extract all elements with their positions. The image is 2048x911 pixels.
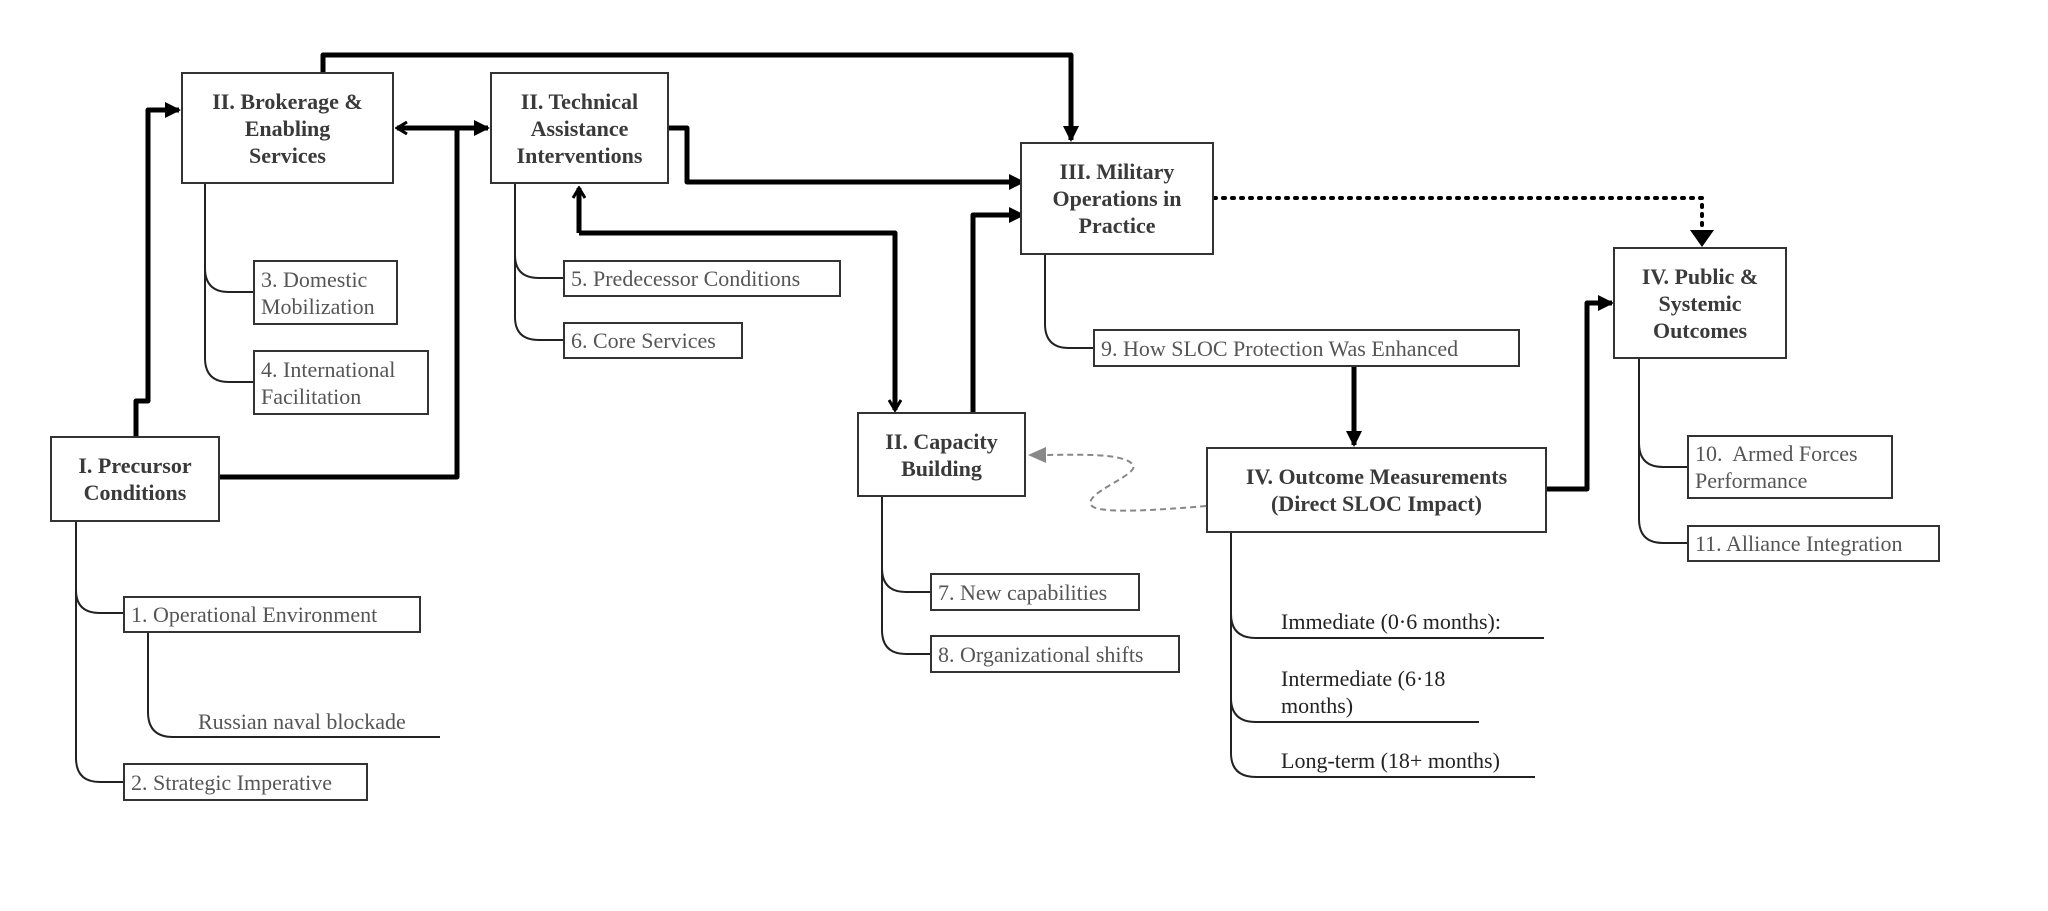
tree-brokerage bbox=[204, 184, 253, 383]
tree-op-env bbox=[147, 633, 440, 738]
node-label: III. Military bbox=[1059, 159, 1175, 184]
subnode-label: Facilitation bbox=[261, 383, 362, 409]
node-label: Enabling bbox=[244, 115, 331, 141]
node-label: II. Technical bbox=[520, 88, 639, 114]
subnode-label: 6. Core Services bbox=[571, 328, 716, 353]
subnode-strategic-imperative: 2. Strategic Imperative bbox=[123, 763, 368, 801]
subnode-label: 4. International bbox=[261, 356, 396, 382]
subnode-label: 10. Armed Forces bbox=[1695, 441, 1858, 466]
node-label: Building bbox=[901, 455, 982, 481]
subnode-predecessor-conditions: 5. Predecessor Conditions bbox=[563, 260, 841, 297]
timeframe-immediate: Immediate (0·6 months): bbox=[1281, 609, 1501, 634]
subnode-organizational-shifts: 8. Organizational shifts bbox=[930, 635, 1180, 673]
subnode-alliance-integration: 11. Alliance Integration bbox=[1687, 525, 1940, 562]
node-label: II. Brokerage & bbox=[212, 88, 363, 114]
node-label: II. Capacity bbox=[885, 428, 998, 454]
node-label: Operations in bbox=[1052, 186, 1182, 211]
tree-military bbox=[1044, 255, 1093, 349]
node-label: Practice bbox=[1078, 213, 1156, 238]
node-label: Services bbox=[249, 142, 326, 168]
node-label: (Direct SLOC Impact) bbox=[1270, 491, 1482, 516]
subnode-new-capabilities: 7. New capabilities bbox=[930, 573, 1140, 611]
connector-precursor-junction bbox=[220, 128, 460, 480]
node-label: Systemic bbox=[1658, 290, 1742, 316]
subnode-label: 2. Strategic Imperative bbox=[131, 769, 332, 795]
tree-capacity bbox=[881, 497, 930, 655]
connector-technical-capacity bbox=[579, 230, 895, 410]
timeframe-longterm: Long-term (18+ months) bbox=[1281, 748, 1500, 773]
subnode-label: Mobilization bbox=[261, 293, 375, 319]
subnode-label: 9. How SLOC Protection Was Enhanced bbox=[1101, 335, 1459, 361]
subnode-label: 1. Operational Environment bbox=[131, 602, 378, 627]
subnode-label: 11. Alliance Integration bbox=[1695, 531, 1903, 556]
timeframe-label: months) bbox=[1281, 693, 1354, 718]
subnode-core-services: 6. Core Services bbox=[563, 322, 743, 359]
tree-public bbox=[1638, 359, 1687, 544]
timeframe-intermediate: Intermediate (6·18 months) bbox=[1281, 665, 1445, 719]
subnode-label: 5. Predecessor Conditions bbox=[571, 266, 801, 291]
subnode-label: 8. Organizational shifts bbox=[938, 641, 1144, 667]
subnode-operational-environment: 1. Operational Environment bbox=[123, 596, 421, 633]
subnode-label: 7. New capabilities bbox=[938, 579, 1108, 605]
subnode-sloc-protection: 9. How SLOC Protection Was Enhanced bbox=[1093, 329, 1520, 367]
node-label: Conditions bbox=[83, 480, 187, 505]
connector-technical-military bbox=[669, 125, 1025, 190]
node-label: I. Precursor bbox=[78, 453, 192, 478]
node-label: IV. Public & bbox=[1641, 263, 1759, 289]
connector-capacity-military bbox=[970, 207, 1025, 412]
connector-outcome-public bbox=[1547, 295, 1614, 492]
tree-outcome bbox=[1230, 533, 1544, 778]
connector-military-public-dotted bbox=[1212, 196, 1704, 234]
node-label: Assistance bbox=[530, 115, 629, 141]
subnode-label: Performance bbox=[1695, 468, 1808, 493]
node-label: IV. Outcome Measurements bbox=[1245, 464, 1508, 489]
leaf-russian-naval-blockade: Russian naval blockade bbox=[198, 709, 406, 734]
subnode-label: 3. Domestic bbox=[261, 266, 368, 292]
arrowhead-public bbox=[1690, 230, 1714, 247]
arrowhead-capacity bbox=[1028, 447, 1046, 463]
node-outcome-measurements: IV. Outcome Measurements(Direct SLOC Imp… bbox=[1206, 447, 1547, 533]
node-label: Outcomes bbox=[1652, 317, 1748, 343]
tree-technical bbox=[514, 184, 563, 341]
connector-outcome-capacity-feedback bbox=[1044, 453, 1207, 512]
timeframe-label: Intermediate (6·18 bbox=[1281, 666, 1446, 691]
node-label: Interventions bbox=[516, 142, 643, 168]
connector-brokerage-military bbox=[320, 52, 1079, 142]
connector-precursor-brokerage bbox=[133, 102, 181, 436]
tree-precursor bbox=[75, 522, 123, 783]
